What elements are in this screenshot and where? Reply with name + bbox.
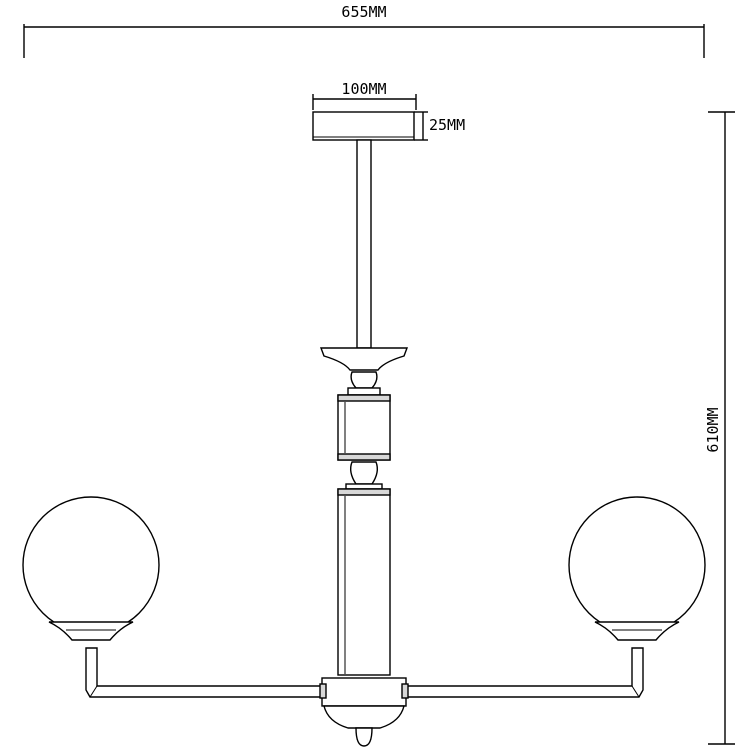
overall-height-label: 610MM [704,407,722,452]
canopy-height-dimension: 25MM [414,111,465,141]
overall-height-dimension: 610MM [704,111,735,745]
main-column [337,488,391,676]
right-arm [406,647,644,698]
downrod [356,139,372,349]
left-arm [85,647,323,698]
canopy-width-label: 100MM [341,80,386,98]
overall-width-dimension: 655MM [23,3,705,58]
right-lamp-holder [594,621,680,641]
upper-knuckle [350,371,378,389]
left-lamp-holder [48,621,134,641]
ceiling-canopy [312,111,415,141]
right-globe-shade [568,496,706,634]
bottom-finial-cup [323,705,405,729]
left-globe-shade [22,496,160,634]
canopy-height-label: 25MM [429,116,465,134]
central-hub [321,677,407,707]
canopy-width-dimension: 100MM [312,80,417,110]
overall-width-label: 655MM [341,3,386,21]
body-segment-upper [337,394,391,461]
upper-cup [319,347,409,371]
lower-knuckle [349,461,379,485]
bottom-finial [355,727,373,747]
